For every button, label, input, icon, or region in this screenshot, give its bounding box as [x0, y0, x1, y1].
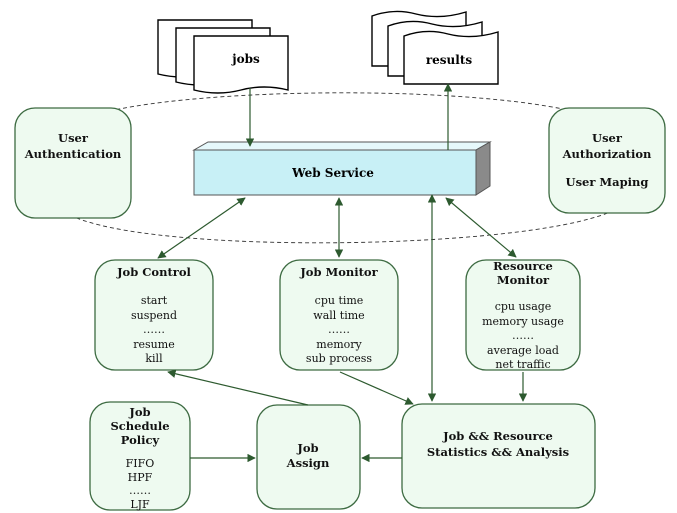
statistics-line1: Job && Resource: [442, 429, 553, 443]
results-label: results: [426, 53, 473, 67]
job-assign-line1: Job: [296, 441, 318, 455]
arrow-assign-to-jobcontrol: [167, 369, 309, 406]
job-schedule-policy-item: LJF: [130, 498, 150, 511]
job-schedule-policy-item: HPF: [128, 471, 153, 484]
job-control-item: start: [141, 294, 168, 307]
jobs-document-stack: jobs: [157, 19, 289, 94]
statistics-line2: Statistics && Analysis: [427, 445, 569, 459]
resource-monitor-item: cpu usage: [495, 300, 552, 313]
job-monitor-item: wall time: [313, 309, 364, 322]
web-service-bar: Web Service: [192, 141, 492, 196]
job-control-box: Job Control start suspend …… resume kill: [94, 259, 214, 371]
resource-monitor-item: net traffic: [495, 358, 550, 371]
user-authorization-line3: User Maping: [566, 175, 649, 189]
connector-arrows: [157, 83, 528, 463]
job-control-item: kill: [145, 352, 163, 365]
arrow-webservice-jobcontrol: [157, 197, 246, 259]
job-control-title: Job Control: [116, 265, 191, 279]
job-monitor-item: sub process: [306, 352, 373, 365]
job-schedule-policy-title-line3: Policy: [121, 433, 160, 447]
resource-monitor-title-line2: Monitor: [497, 273, 550, 287]
user-authorization-line1: User: [592, 131, 623, 145]
job-assign-box: Job Assign: [256, 404, 361, 510]
job-schedule-policy-item: ……: [129, 484, 151, 497]
job-schedule-policy-box: Job Schedule Policy FIFO HPF …… LJF: [89, 401, 191, 511]
user-authentication-box: User Authentication: [14, 107, 132, 219]
jobs-label: jobs: [231, 52, 260, 66]
user-authorization-line2: Authorization: [562, 147, 652, 161]
job-schedule-policy-title-line1: Job: [128, 405, 150, 419]
user-authorization-box: User Authorization User Maping: [548, 107, 666, 214]
job-monitor-title: Job Monitor: [299, 265, 378, 279]
resource-monitor-item: average load: [487, 344, 559, 357]
job-schedule-policy-item: FIFO: [126, 457, 155, 470]
job-monitor-box: Job Monitor cpu time wall time …… memory…: [279, 259, 399, 371]
job-control-item: ……: [143, 323, 165, 336]
user-authentication-line1: User: [58, 131, 89, 145]
arrow-jobmonitor-to-statistics: [339, 371, 414, 405]
job-control-item: suspend: [131, 309, 177, 322]
job-assign-line2: Assign: [286, 456, 330, 470]
resource-monitor-box: Resource Monitor cpu usage memory usage …: [465, 259, 581, 371]
job-monitor-item: ……: [328, 323, 350, 336]
arrow-webservice-resourcemonitor: [445, 197, 517, 258]
user-authentication-line2: Authentication: [24, 147, 122, 161]
results-document-stack: results: [371, 10, 499, 85]
resource-monitor-title-line1: Resource: [493, 259, 553, 273]
job-control-item: resume: [133, 338, 174, 351]
web-service-label: Web Service: [291, 166, 374, 180]
job-monitor-item: memory: [316, 338, 362, 351]
job-schedule-policy-title-line2: Schedule: [110, 419, 169, 433]
statistics-analysis-box: Job && Resource Statistics && Analysis: [401, 403, 596, 509]
resource-monitor-item: memory usage: [482, 315, 564, 328]
job-monitor-item: cpu time: [315, 294, 364, 307]
resource-monitor-item: ……: [512, 329, 534, 342]
